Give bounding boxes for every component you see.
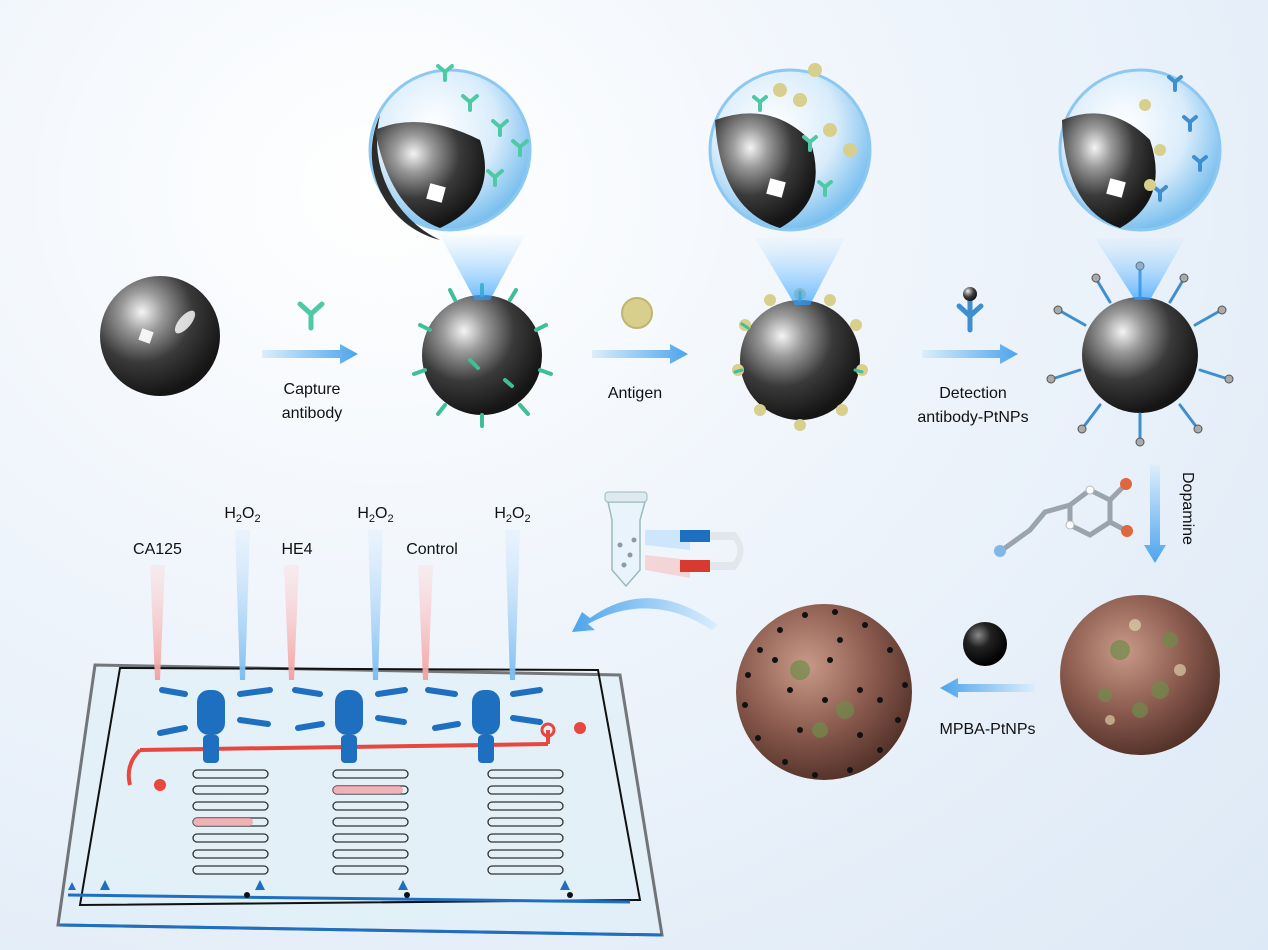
mpba-ptnps-label: MPBA-PtNPs bbox=[939, 721, 1036, 738]
tube-icon bbox=[604, 491, 648, 588]
antigen-bound-bead bbox=[732, 288, 868, 431]
ca125-label: CA125 bbox=[133, 541, 182, 558]
h2o2-inlet-arrow-1 bbox=[235, 530, 250, 680]
magnet-field-blue bbox=[645, 530, 690, 550]
control-label: Control bbox=[406, 541, 458, 558]
h2o2-inlet-arrow-2 bbox=[368, 530, 383, 680]
detection-antibody-label: Detection antibody-PtNPs bbox=[917, 385, 1029, 426]
dopamine-label: Dopamine bbox=[1179, 472, 1196, 545]
magnet-icon bbox=[680, 530, 744, 572]
magnetic-bead-icon bbox=[100, 276, 220, 396]
zoom-bubble-1 bbox=[368, 64, 532, 240]
control-inlet-arrow bbox=[418, 565, 433, 680]
h2o2-inlet-arrow-3 bbox=[505, 530, 520, 680]
zoom-bubble-3 bbox=[1058, 68, 1222, 232]
h2o2-label-3: H2O2 bbox=[494, 505, 531, 525]
step-arrow-2 bbox=[592, 344, 688, 364]
h2o2-label-1: H2O2 bbox=[224, 505, 261, 525]
step-arrow-1 bbox=[262, 344, 358, 364]
dopamine-molecule-icon bbox=[994, 478, 1133, 557]
focus-beam-1 bbox=[440, 235, 525, 300]
focus-beam-3 bbox=[1095, 238, 1185, 300]
curved-arrow-to-chip bbox=[572, 598, 718, 632]
ca125-inlet-arrow bbox=[150, 565, 165, 680]
detection-antibody-icon bbox=[956, 287, 984, 333]
sandwich-bead bbox=[1046, 261, 1234, 447]
antigen-label: Antigen bbox=[607, 385, 663, 402]
he4-label: HE4 bbox=[281, 541, 313, 558]
focus-beam-2 bbox=[755, 238, 845, 305]
he4-inlet-arrow bbox=[284, 565, 299, 680]
capture-antibody-icon bbox=[297, 301, 325, 331]
capture-antibody-label: Capture antibody bbox=[281, 381, 343, 422]
antigen-icon bbox=[621, 297, 653, 329]
zoom-bubble-2 bbox=[708, 63, 872, 232]
h2o2-label-2: H2O2 bbox=[357, 505, 394, 525]
mpba-ptnp-icon bbox=[963, 622, 1007, 666]
microfluidic-chip-icon bbox=[56, 663, 664, 937]
mpba-arrow bbox=[940, 678, 1035, 698]
ptnp-decorated-bead bbox=[736, 604, 912, 780]
magnet-field-red bbox=[645, 555, 690, 578]
step-arrow-3 bbox=[922, 344, 1018, 364]
polydopamine-bead bbox=[1060, 595, 1220, 755]
dopamine-arrow bbox=[1144, 465, 1166, 563]
capture-bead bbox=[412, 283, 553, 428]
